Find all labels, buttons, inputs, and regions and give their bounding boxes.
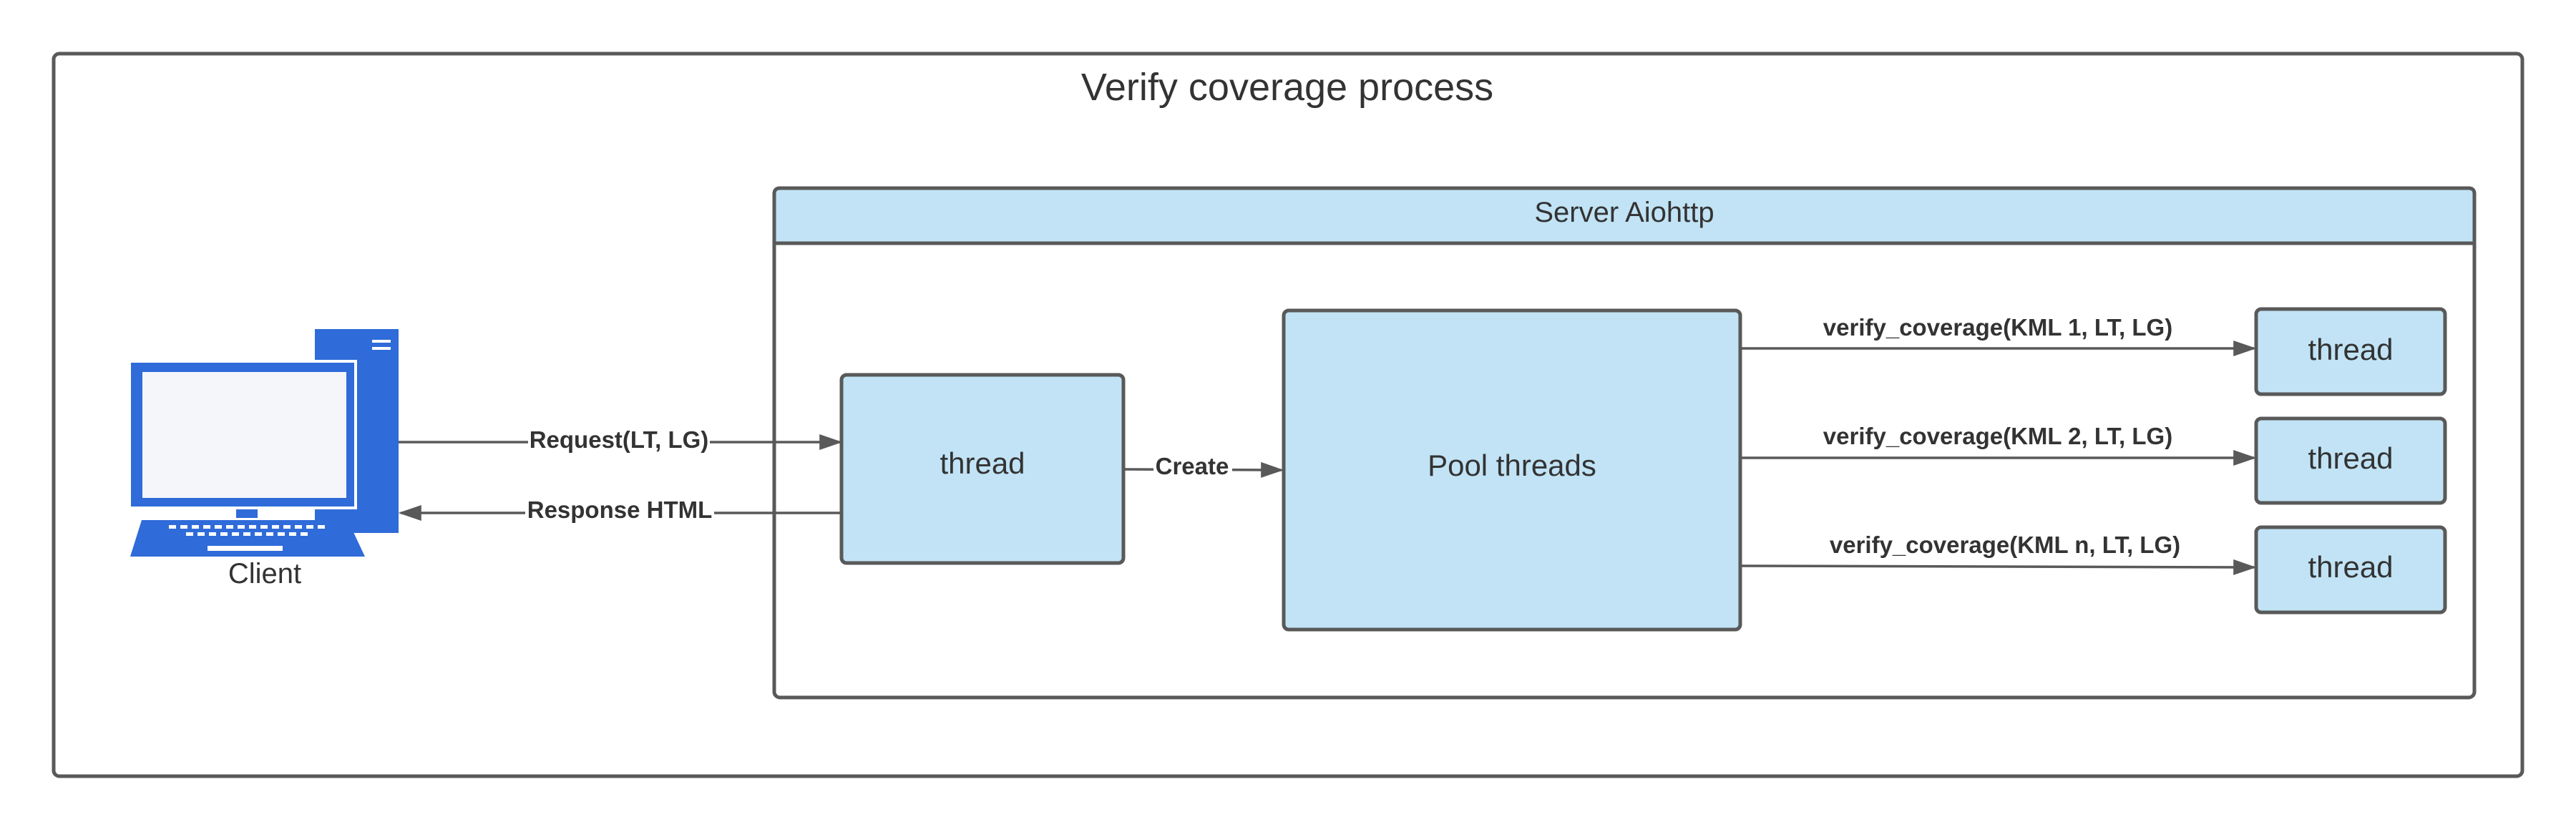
diagram-title: Verify coverage process xyxy=(1081,66,1493,109)
verify-edge-1-label: verify_coverage(KML 1, LT, LG) xyxy=(1823,314,2172,341)
verify-edge-1[interactable]: verify_coverage(KML 1, LT, LG) xyxy=(1742,314,2257,356)
main-thread-label: thread xyxy=(940,446,1025,480)
create-edge-label: Create xyxy=(1156,453,1229,479)
verify-edge-n[interactable]: verify_coverage(KML n, LT, LG) xyxy=(1741,532,2257,575)
main-thread-node[interactable]: thread xyxy=(839,373,1126,565)
desktop-computer-icon xyxy=(128,329,399,557)
verify-edge-2-label: verify_coverage(KML 2, LT, LG) xyxy=(1823,423,2172,449)
worker-thread-1-label: thread xyxy=(2308,333,2393,366)
worker-thread-node-3[interactable]: thread xyxy=(2254,525,2447,615)
worker-thread-node-2[interactable]: thread xyxy=(2254,416,2447,505)
response-edge[interactable]: Response HTML xyxy=(398,496,840,527)
pool-threads-label: Pool threads xyxy=(1428,449,1596,482)
response-edge-label: Response HTML xyxy=(527,496,713,523)
pool-threads-node[interactable]: Pool threads xyxy=(1282,308,1742,632)
request-edge[interactable]: Request(LT, LG) xyxy=(399,426,843,456)
worker-thread-3-label: thread xyxy=(2308,550,2393,584)
worker-thread-node-1[interactable]: thread xyxy=(2254,307,2447,396)
worker-thread-2-label: thread xyxy=(2308,441,2393,475)
create-edge[interactable]: Create xyxy=(1124,453,1284,482)
verify-edge-2[interactable]: verify_coverage(KML 2, LT, LG) xyxy=(1742,423,2257,466)
client[interactable]: Client xyxy=(128,329,399,589)
server-title: Server Aiohttp xyxy=(1534,197,1714,228)
client-label: Client xyxy=(228,558,301,589)
verify-edge-n-label: verify_coverage(KML n, LT, LG) xyxy=(1830,532,2180,558)
request-edge-label: Request(LT, LG) xyxy=(530,426,709,453)
